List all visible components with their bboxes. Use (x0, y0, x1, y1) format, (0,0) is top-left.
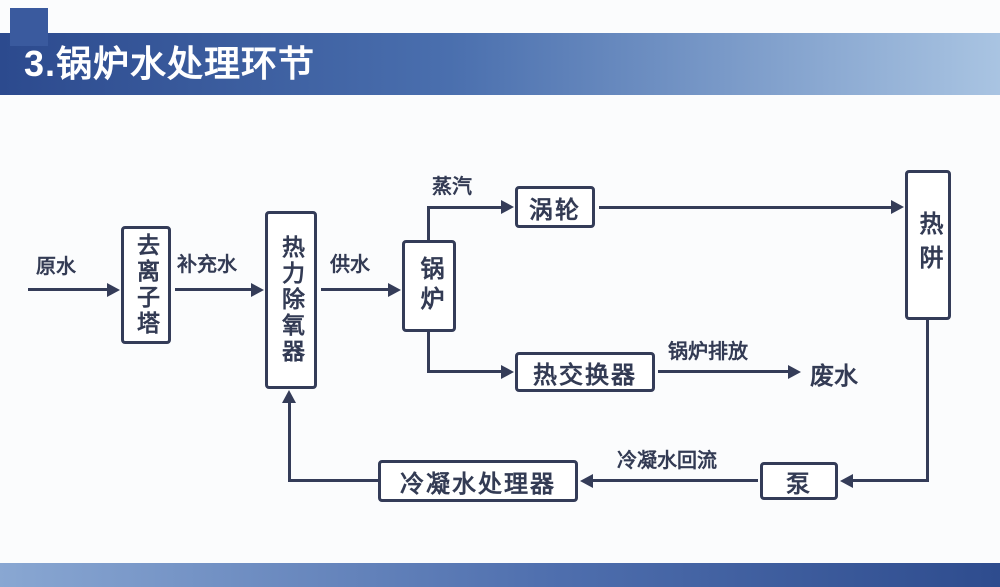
label-makeup-water: 补充水 (177, 254, 237, 276)
node-deionizer-label: 去离子塔 (133, 233, 160, 337)
header-accent-square (10, 8, 48, 46)
arrowhead-turbine-to-heatsink (891, 200, 904, 214)
node-heat-sink-label: 热阱 (915, 211, 942, 279)
arrow-line-turbine-to-heatsink (599, 206, 891, 209)
arrowhead-to-waste-water (788, 365, 801, 379)
diagram-canvas: 原水 补充水 供水 蒸汽 锅炉排放 废水 冷凝水回流 (0, 95, 1000, 563)
page-title: 3.锅炉水处理环节 (24, 43, 316, 84)
arrow-line-blowdown-horizontal (427, 370, 501, 373)
arrowhead-blowdown (501, 365, 514, 379)
arrowhead-makeup-water (251, 283, 264, 297)
label-boiler-blowdown: 锅炉排放 (668, 341, 748, 363)
arrow-line-return-vertical (288, 402, 291, 481)
header-bar: 3.锅炉水处理环节 (0, 33, 1000, 95)
arrow-line-condensate-return (592, 479, 758, 482)
footer-bar (0, 563, 1000, 587)
label-condensate-return: 冷凝水回流 (617, 450, 717, 472)
arrow-line-to-pump (852, 479, 929, 482)
arrowhead-steam (501, 200, 514, 214)
node-deionizer: 去离子塔 (121, 226, 171, 344)
arrow-line-feed-water (321, 288, 388, 291)
label-steam: 蒸汽 (432, 176, 472, 198)
node-boiler: 锅炉 (402, 240, 456, 332)
arrow-line-makeup-water (175, 288, 251, 291)
node-turbine-label: 涡轮 (529, 196, 581, 224)
arrowhead-return-to-deaerator (282, 390, 296, 403)
node-heat-exchanger-label: 热交换器 (533, 361, 637, 389)
arrow-line-blowdown-vertical (427, 331, 430, 372)
node-pump: 泵 (760, 462, 838, 500)
node-heat-sink: 热阱 (905, 170, 951, 320)
arrow-line-steam-vertical (427, 206, 430, 241)
arrowhead-to-pump (840, 474, 853, 488)
node-turbine: 涡轮 (515, 186, 595, 228)
node-heat-exchanger: 热交换器 (515, 352, 655, 392)
arrow-line-steam-horizontal (427, 206, 501, 209)
arrow-line-heatsink-down (926, 320, 929, 481)
node-condensate-processor-label: 冷凝水处理器 (400, 470, 556, 498)
arrow-line-return-horizontal (288, 479, 378, 482)
label-waste-water: 废水 (810, 363, 858, 390)
arrow-line-raw-water (28, 288, 107, 291)
arrowhead-raw-water (107, 283, 120, 297)
label-raw-water: 原水 (36, 256, 76, 278)
node-deaerator: 热力除氧器 (265, 211, 317, 389)
node-condensate-processor: 冷凝水处理器 (378, 460, 578, 502)
node-pump-label: 泵 (786, 470, 812, 498)
arrowhead-feed-water (388, 283, 401, 297)
node-deaerator-label: 热力除氧器 (278, 235, 305, 365)
label-feed-water: 供水 (330, 254, 370, 276)
node-boiler-label: 锅炉 (416, 256, 443, 316)
arrowhead-condensate-return (580, 474, 593, 488)
arrow-line-to-waste-water (658, 370, 788, 373)
